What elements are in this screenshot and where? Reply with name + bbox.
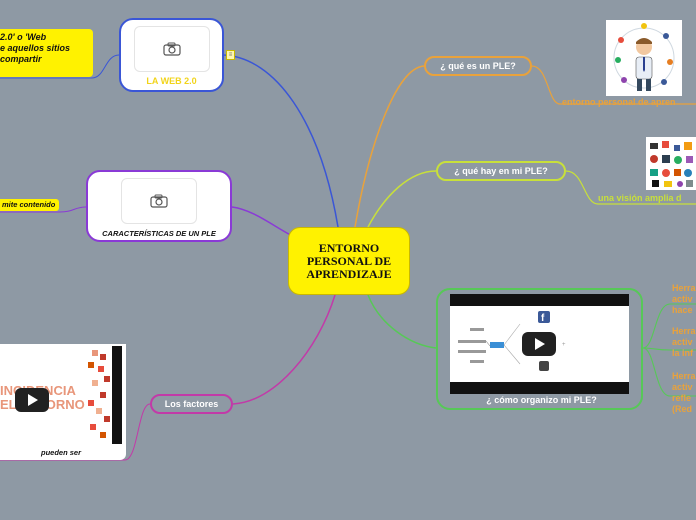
video-title: ¿ cómo organizo mi PLE? [486,395,597,405]
web20-note-line: e aquellos sitios [0,43,71,53]
person-avatar-icon [613,23,675,91]
camera-icon [150,194,168,208]
tool-group-2[interactable]: Herra activ la inf [672,326,696,359]
tool-group-3-line: refle [672,393,692,403]
pixel-pattern-icon [88,350,110,438]
topic-que-es-ple-child[interactable]: entorno personal de apren [562,97,676,107]
topic-que-hay-ple-child[interactable]: una visión amplia d [598,193,682,203]
tool-group-2-line: activ [672,337,693,347]
play-icon[interactable] [15,388,49,412]
tool-group-2-line: la inf [672,348,694,358]
camera-icon [163,42,181,56]
central-topic-label: ENTORNO PERSONAL DE APRENDIZAJE [306,240,392,281]
topic-caracteristicas[interactable]: CARACTERÍSTICAS DE UN PLE [86,170,232,242]
ple-icons-image[interactable] [646,137,696,190]
tool-group-1-line: Herra [672,283,696,293]
topic-web20[interactable]: LA WEB 2.0 [119,18,224,92]
central-topic[interactable]: ENTORNO PERSONAL DE APRENDIZAJE [288,227,410,295]
topic-factores-label: Los factores [164,399,219,409]
topic-factores[interactable]: Los factores [150,394,233,414]
svg-text:+: + [562,342,566,348]
caracteristicas-note[interactable]: mite contenido [0,199,60,211]
topic-que-hay-ple[interactable]: ¿ qué hay en mi PLE? [436,161,566,181]
topic-como-organizo-video[interactable]: f + ¿ cómo organizo mi PLE? [436,288,643,410]
topic-factores-child: pueden ser [40,448,81,457]
image-placeholder [121,178,197,224]
topic-que-es-ple-label: ¿ qué es un PLE? [440,61,516,71]
topic-que-hay-ple-label: ¿ qué hay en mi PLE? [454,166,548,176]
topic-que-es-ple[interactable]: ¿ qué es un PLE? [424,56,532,76]
svg-text:f: f [541,313,545,324]
note-icon[interactable]: ≡ [226,50,235,60]
tool-group-1-line: hace [672,305,693,315]
tool-group-3-line: (Red [672,404,692,414]
image-placeholder [134,26,210,72]
tool-group-3[interactable]: Herra activ refle (Red [672,371,696,415]
web20-note-line: compartir [0,54,42,64]
tool-group-3-line: Herra [672,371,696,381]
video-thumbnail[interactable]: INCIDENCIA EL ENTORNO [0,346,122,444]
tool-group-3-line: activ [672,382,693,392]
factores-video-card[interactable]: INCIDENCIA EL ENTORNO pueden ser [0,344,126,460]
topic-web20-label: LA WEB 2.0 [146,76,197,86]
tool-group-2-line: Herra [672,326,696,336]
web20-note-line: 2.0' o 'Web [0,32,47,42]
web20-note[interactable]: 2.0' o 'Web e aquellos sitios compartir [0,29,93,77]
tool-group-1-line: activ [672,294,693,304]
app-icons-collage-icon [650,141,693,187]
ple-avatar-image[interactable] [606,20,682,96]
topic-caracteristicas-label: CARACTERÍSTICAS DE UN PLE [102,229,216,238]
video-thumbnail[interactable]: f + [450,294,629,394]
tool-group-1[interactable]: Herra activ hace [672,283,696,316]
play-icon[interactable] [522,332,556,356]
